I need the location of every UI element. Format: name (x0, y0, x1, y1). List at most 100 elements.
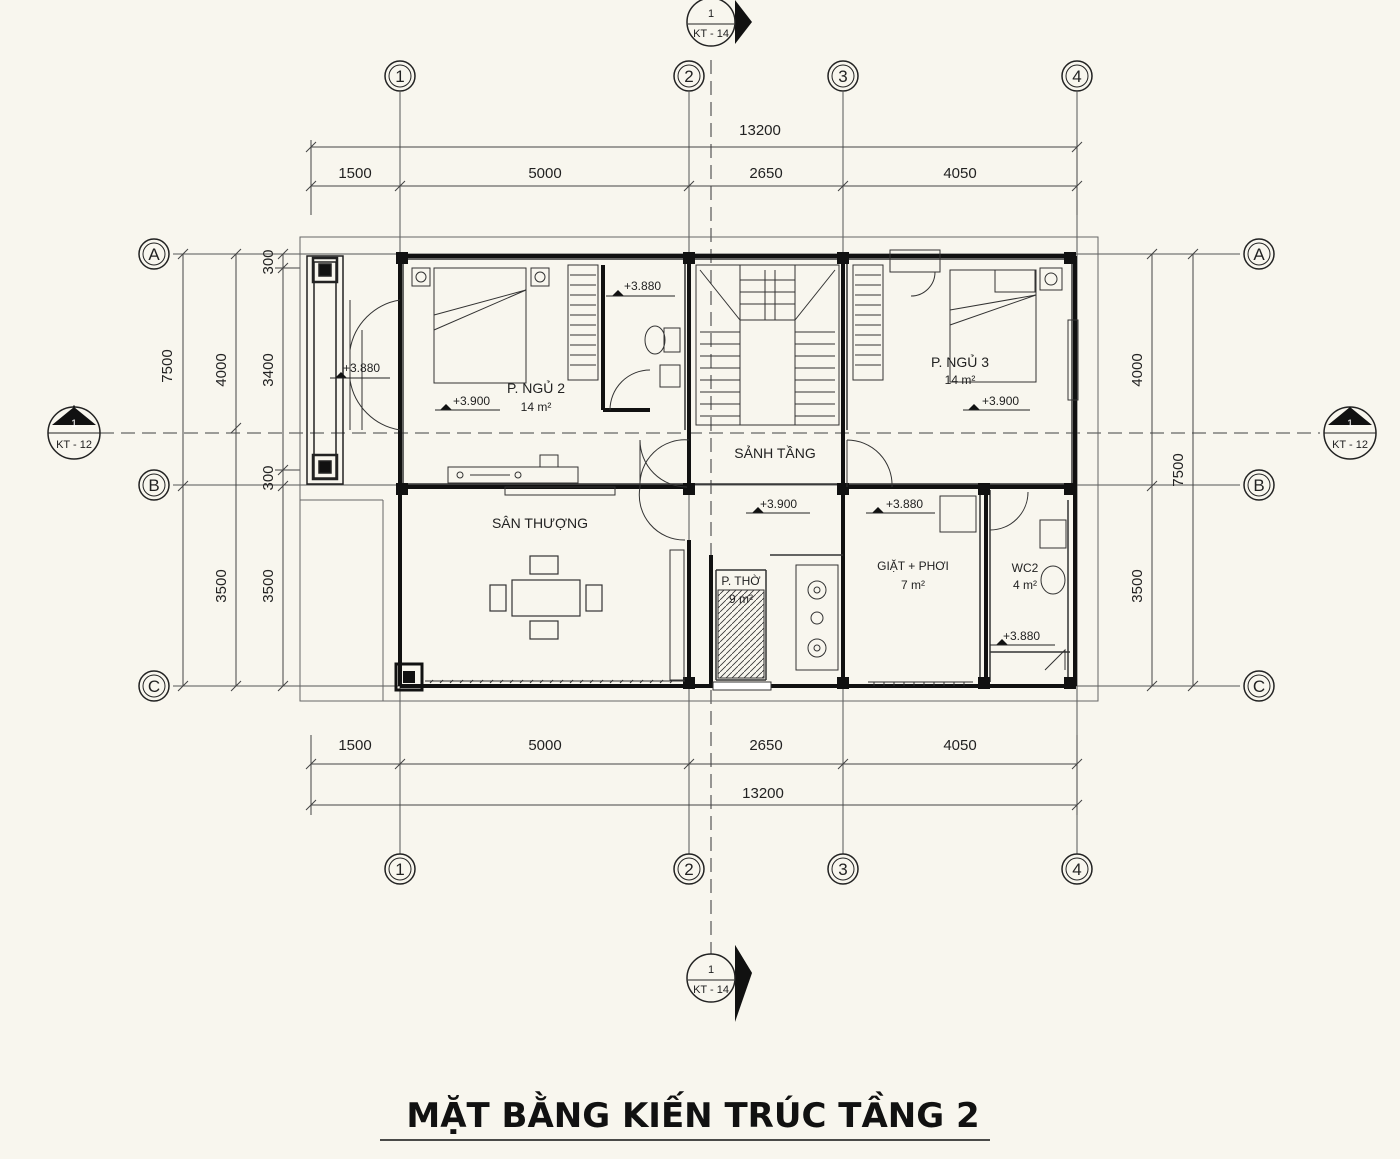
grid-bubble-C-right: C (1243, 670, 1275, 702)
dim-total-left: 7500 (159, 349, 176, 382)
dim-seg-4-bottom: 4050 (943, 737, 976, 754)
room-name-bedroom-3: P. NGỦ 3 (931, 353, 989, 370)
walls (398, 254, 1077, 688)
room-area-wc2: 4 m² (1013, 578, 1037, 592)
svg-text:+3.900: +3.900 (760, 497, 797, 511)
terrace-column (394, 662, 424, 692)
terrace-glass-door (504, 486, 616, 496)
grid-bubble-1-bottom: 1 (384, 853, 416, 885)
svg-text:B: B (1253, 476, 1264, 495)
drawing-title: MẶT BẰNG KIẾN TRÚC TẦNG 2 (406, 1091, 979, 1136)
svg-text:1: 1 (1347, 418, 1353, 430)
desk-bedroom-2 (447, 454, 579, 484)
dim-left-outer-2: 3500 (213, 569, 230, 602)
room-name-hall: SẢNH TẦNG (734, 445, 815, 461)
dim-seg-3-top: 2650 (749, 165, 782, 182)
room-name-laundry: GIẶT + PHƠI (877, 558, 949, 573)
svg-text:A: A (148, 245, 160, 264)
room-name-worship: P. THỜ (721, 573, 761, 588)
grid-bubble-2-top: 2 (673, 60, 705, 92)
dimension-lines-left (177, 248, 300, 692)
dimension-lines-bottom (305, 735, 1083, 815)
level-mark-balcony: +3.880 (330, 361, 390, 379)
grid-bubbles-right: A B C (1243, 238, 1275, 702)
dim-left-outer-1: 4000 (213, 353, 230, 386)
dim-left-inner-4: 3500 (260, 569, 277, 602)
balcony (306, 255, 344, 485)
grid-bubbles-left: A B C (138, 238, 170, 702)
door-hall-right (846, 439, 893, 488)
wardrobe-bedroom-2 (567, 264, 599, 381)
structural-columns (396, 252, 1076, 689)
laundry-fixtures (868, 495, 977, 686)
dim-seg-4-top: 4050 (943, 165, 976, 182)
grid-bubble-4-top: 4 (1061, 60, 1093, 92)
section-marker-right: 1 KT - 12 (1323, 406, 1377, 460)
level-mark-bedroom-3: +3.900 (963, 394, 1030, 411)
door-hall-left (639, 439, 690, 488)
dim-seg-2-bottom: 5000 (528, 737, 561, 754)
dim-total-bottom: 13200 (742, 785, 784, 802)
room-area-laundry: 7 m² (901, 578, 925, 592)
dim-seg-1-bottom: 1500 (338, 737, 371, 754)
room-area-bedroom-3: 14 m² (945, 373, 976, 387)
room-labels: P. NGỦ 2 14 m² P. NGỦ 3 14 m² SẢNH TẦNG … (492, 353, 1039, 606)
level-mark-laundry: +3.880 (866, 497, 935, 514)
window-bedroom-3 (889, 249, 1079, 401)
door-bedroom-2 (639, 439, 688, 488)
grid-bubbles-bottom: 1 2 3 4 (384, 853, 1093, 885)
level-mark-bedroom-2: +3.900 (435, 394, 500, 411)
svg-text:4: 4 (1072, 860, 1081, 879)
svg-text:C: C (1253, 677, 1265, 696)
worship-window (712, 681, 772, 691)
svg-text:2: 2 (684, 67, 693, 86)
thin-walls (402, 258, 1073, 682)
svg-text:1: 1 (708, 8, 714, 20)
grid-bubble-C-left: C (138, 670, 170, 702)
dimension-lines-top (305, 140, 1083, 215)
svg-text:1: 1 (708, 964, 714, 976)
svg-text:B: B (148, 476, 159, 495)
bed-bedroom-3 (949, 267, 1063, 383)
dim-seg-1-top: 1500 (338, 165, 371, 182)
svg-text:KT - 14: KT - 14 (693, 984, 729, 996)
dim-left-inner-1: 300 (260, 249, 277, 274)
grid-bubble-A-right: A (1243, 238, 1275, 270)
grid-bubbles-top: 1 2 3 4 (384, 60, 1093, 92)
dim-total-top: 13200 (739, 122, 781, 139)
dim-right-outer-1: 4000 (1129, 353, 1146, 386)
door-terrace (638, 486, 686, 541)
svg-text:3: 3 (838, 67, 847, 86)
staircase (695, 264, 840, 426)
grid-bubble-2-bottom: 2 (673, 853, 705, 885)
grid-bubble-1-top: 1 (384, 60, 416, 92)
wc1-fixtures (609, 325, 681, 411)
svg-text:A: A (1253, 245, 1265, 264)
grid-bubble-B-right: B (1243, 469, 1275, 501)
altar-hatch (717, 589, 765, 679)
room-name-terrace: SÂN THƯỢNG (492, 515, 588, 531)
svg-text:+3.880: +3.880 (886, 497, 923, 511)
grid-bubble-4-bottom: 4 (1061, 853, 1093, 885)
dimension-text-bottom: 1500 5000 2650 4050 13200 (338, 737, 976, 802)
section-marker-top: 1 KT - 14 (686, 0, 752, 47)
level-mark-wc1: +3.880 (606, 279, 675, 297)
svg-text:4: 4 (1072, 67, 1081, 86)
dim-right-outer-2: 3500 (1129, 569, 1146, 602)
dimension-text-top: 13200 1500 5000 2650 4050 (338, 122, 976, 182)
grid-bubble-3-bottom: 3 (827, 853, 859, 885)
svg-text:KT - 14: KT - 14 (693, 28, 729, 40)
svg-text:KT - 12: KT - 12 (1332, 439, 1368, 451)
svg-text:+3.880: +3.880 (1003, 629, 1040, 643)
grid-lines (173, 92, 1240, 855)
svg-text:1: 1 (395, 67, 404, 86)
floor-outline (299, 236, 1099, 702)
svg-text:+3.900: +3.900 (453, 394, 490, 408)
balcony-door (349, 299, 401, 431)
dim-seg-2-top: 5000 (528, 165, 561, 182)
dimension-text-right: 4000 3500 7500 (1129, 353, 1187, 602)
svg-text:2: 2 (684, 860, 693, 879)
kitchen-stove (795, 564, 839, 671)
room-area-bedroom-2: 14 m² (521, 400, 552, 414)
